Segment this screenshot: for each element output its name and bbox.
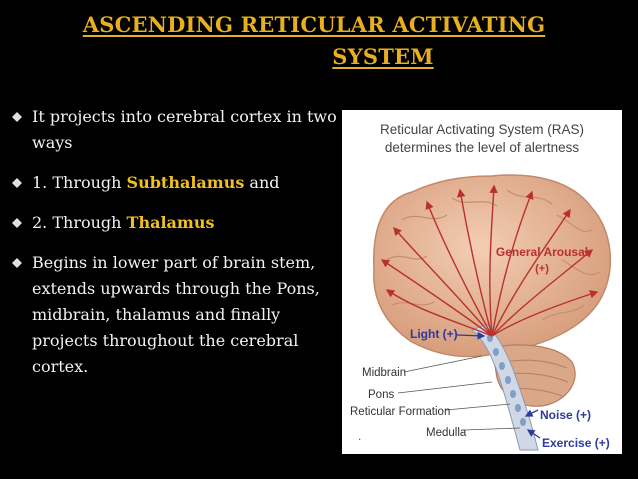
midbrain-label: Midbrain — [362, 367, 406, 379]
bullet-item: Begins in lower part of brain stem, exte… — [12, 250, 342, 380]
diamond-bullet-icon — [12, 112, 22, 122]
leader-lines — [397, 355, 521, 431]
diamond-bullet-icon — [12, 178, 22, 188]
general-arousal-label: General Arousal — [496, 245, 588, 259]
bullet-suffix: and — [244, 173, 280, 192]
bullet-item: 1. Through Subthalamus and — [12, 170, 342, 196]
brain-cerebrum — [373, 174, 611, 358]
bullet-prefix: 2. Through — [32, 213, 127, 232]
light-label: Light (+) — [410, 327, 458, 341]
ras-figure: Reticular Activating System (RAS) determ… — [342, 110, 622, 454]
input-arrows — [456, 331, 541, 439]
bullet-item: 2. Through Thalamus — [12, 210, 342, 236]
diamond-bullet-icon — [12, 218, 22, 228]
bullet-highlight: Thalamus — [126, 213, 215, 232]
reticular-formation-dots — [487, 334, 526, 426]
slide-title-line2: SYSTEM — [332, 44, 434, 69]
bullet-prefix: 1. Through — [32, 173, 127, 192]
ras-diagram: Reticular Activating System (RAS) determ… — [350, 122, 611, 451]
figure-heading-2: determines the level of alertness — [385, 140, 580, 155]
reticular-formation-label: Reticular Formation — [350, 406, 450, 418]
brainstem — [471, 323, 539, 451]
bullet-highlight: Subthalamus — [126, 173, 245, 192]
exercise-label: Exercise (+) — [542, 436, 610, 450]
bullet-text: Begins in lower part of brain stem, exte… — [32, 253, 320, 376]
noise-label: Noise (+) — [540, 408, 591, 422]
bullet-text: It projects into cerebral cortex in two … — [32, 107, 337, 152]
pons-label: Pons — [368, 389, 394, 401]
bullet-list: It projects into cerebral cortex in two … — [12, 104, 342, 394]
figure-heading-1: Reticular Activating System (RAS) — [380, 122, 584, 137]
slide-title-line1: ASCENDING RETICULAR ACTIVATING — [82, 12, 546, 37]
figure-dot: . — [358, 429, 361, 443]
general-arousal-plus: (+) — [535, 263, 549, 275]
arousal-arrows — [380, 184, 599, 337]
medulla-label: Medulla — [426, 427, 467, 439]
bullet-item: It projects into cerebral cortex in two … — [12, 104, 342, 156]
diamond-bullet-icon — [12, 258, 22, 268]
